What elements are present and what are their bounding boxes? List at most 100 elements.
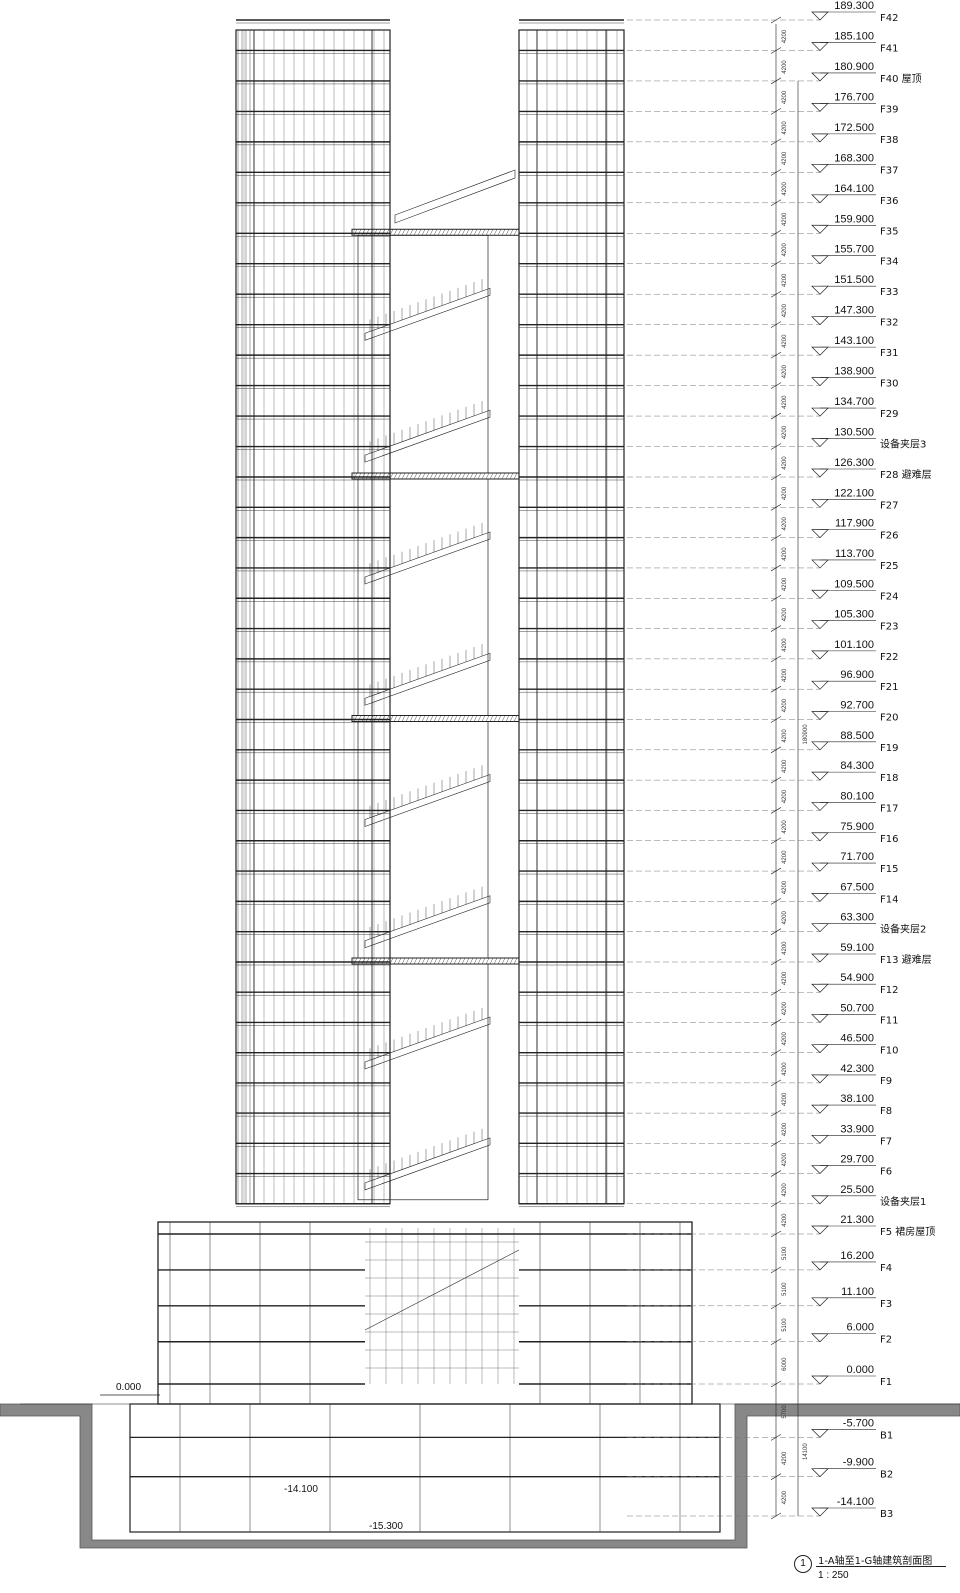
drawing-title: 1-A轴至1-G轴建筑剖面图 [818,1556,933,1567]
level-elevation: 168.300 [834,152,874,164]
dimension-text: 4200 [782,456,788,470]
dimension-text: 4200 [782,1001,788,1015]
level-floor-label: F41 [880,43,898,54]
dimension-text: 4200 [782,1490,788,1504]
level-elevation: -9.900 [843,1457,874,1469]
level-elevation: 38.100 [840,1093,874,1105]
level-elevation: -5.700 [843,1417,874,1429]
level-elevation: -14.100 [837,1496,874,1508]
level-floor-label: F11 [880,1015,898,1026]
level-elevation: 33.900 [840,1123,874,1135]
dimension-text: 4200 [782,486,788,500]
dimension-text: 4200 [782,820,788,834]
level-dash-lines [627,19,820,1517]
dimension-text: 4200 [782,789,788,803]
level-floor-label: 设备夹层1 [880,1195,926,1208]
level-elevation: 46.500 [840,1033,874,1045]
dimension-text: 5700 [782,1405,788,1419]
level-floor-label: F16 [880,834,898,845]
level-elevation: 63.300 [840,912,874,924]
dimension-text: 4200 [782,182,788,196]
dimension-total-up: 180900 [803,724,809,745]
level-floor-label: F18 [880,773,898,784]
level-floor-label: F9 [880,1076,892,1087]
level-floor-label: F5 裙房屋顶 [880,1225,935,1238]
dimension-text: 4200 [782,729,788,743]
level-floor-label: F2 [880,1335,892,1346]
level-elevation: 16.200 [840,1250,874,1262]
building-section [129,19,721,1533]
level-floor-label: F32 [880,318,898,329]
dimension-text: 4200 [782,759,788,773]
level-floor-label: F15 [880,864,898,875]
dimension-text: 4200 [782,395,788,409]
dimension-text: 4200 [782,668,788,682]
level-elevation: 113.700 [835,548,874,560]
level-floor-label: F4 [880,1263,892,1274]
level-floor-label: F19 [880,743,898,754]
level-elevation: 155.700 [834,244,874,256]
dimension-text: 4200 [782,242,788,256]
level-floor-label: F25 [880,561,898,572]
level-floor-label: F12 [880,985,898,996]
dimension-text: 4200 [782,941,788,955]
dimension-total-down: 14100 [803,1443,809,1460]
dimension-text: 4200 [782,121,788,135]
dimension-text: 4200 [782,212,788,226]
level-elevation: 134.700 [834,396,874,408]
level-elevation: 130.500 [834,427,874,439]
dimension-text: 4200 [782,516,788,530]
level-floor-label: F35 [880,226,898,237]
dimension-chain: 4200 4200 4200 4200 4200 4200 4200 4200 4200 4200… [770,16,809,1520]
grade-label-pit-b: -15.300 [369,1521,403,1532]
dimension-text: 4200 [782,364,788,378]
level-elevation: 122.100 [834,487,874,499]
level-elevation: 21.300 [840,1214,874,1226]
level-floor-label: F31 [880,348,898,359]
dimension-text: 4200 [782,880,788,894]
level-elevation: 29.700 [840,1154,874,1166]
level-floor-label: F29 [880,409,898,420]
dimension-text: 4200 [782,273,788,287]
dimension-text: 4200 [782,607,788,621]
dimension-text: 4200 [782,911,788,925]
drawing-number-circle: 1 [794,1555,812,1573]
level-elevation: 172.500 [834,122,874,134]
dimension-text: 4200 [782,1032,788,1046]
level-floor-label: F3 [880,1299,892,1310]
level-floor-label: F33 [880,287,898,298]
dimension-text: 4200 [782,850,788,864]
dimension-text: 4200 [782,971,788,985]
level-floor-label: F14 [880,894,898,905]
grade-labels: 0.000 -14.100 -15.300 [116,1382,403,1532]
level-floor-label: F23 [880,622,898,633]
level-elevation: 11.100 [841,1286,874,1298]
dimension-text: 4200 [782,1092,788,1106]
level-floor-label: B1 [880,1430,893,1441]
level-floor-label: B3 [880,1509,893,1520]
level-elevation: 92.700 [840,700,874,712]
grade-label-ground: 0.000 [116,1382,141,1393]
level-floor-label: F30 [880,379,898,390]
level-floor-label: F17 [880,803,898,814]
